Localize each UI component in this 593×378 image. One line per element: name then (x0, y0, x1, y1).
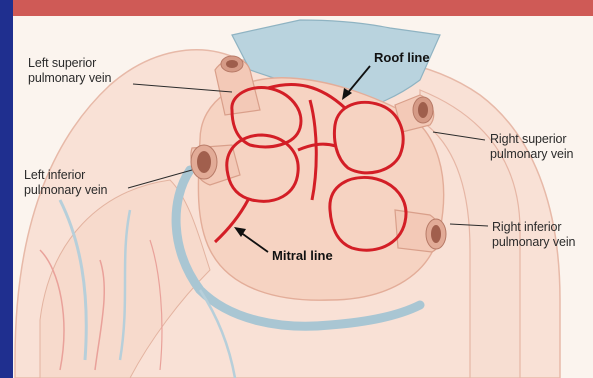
label-roof-line: Roof line (374, 50, 430, 65)
label-right-inferior-line2: pulmonary vein (492, 235, 575, 249)
label-mitral-line: Mitral line (272, 248, 333, 263)
label-left-inferior-line2: pulmonary vein (24, 183, 107, 197)
label-left-superior-line2: pulmonary vein (28, 71, 111, 85)
rspv-lumen (418, 102, 428, 118)
header-bar (13, 0, 593, 16)
label-right-superior-line1: Right superior (490, 132, 566, 146)
label-left-superior-line1: Left superior (28, 56, 96, 70)
lspv-lumen (226, 60, 238, 68)
label-right-inferior-line1: Right inferior (492, 220, 561, 234)
ripv-lumen (431, 225, 441, 243)
lipv-lumen (197, 151, 211, 173)
label-left-inferior-line1: Left inferior (24, 168, 85, 182)
label-right-superior-line2: pulmonary vein (490, 147, 573, 161)
